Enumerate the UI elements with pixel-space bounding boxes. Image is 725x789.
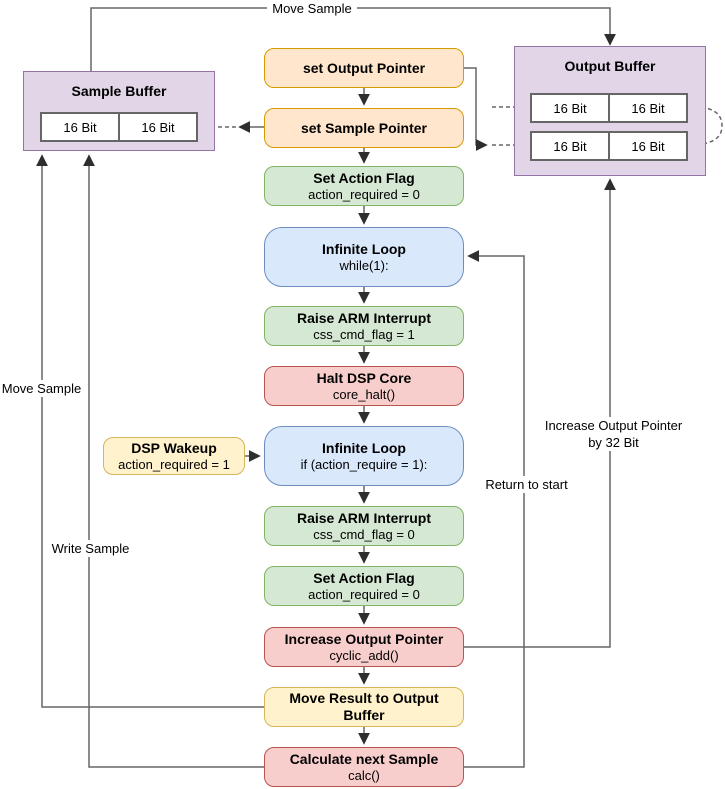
edge-label-move-sample-top: Move Sample (267, 0, 357, 17)
node-subtitle: while(1): (339, 257, 389, 273)
node-subtitle: action_required = 0 (308, 586, 420, 602)
edge-label-return-to-start: Return to start (481, 476, 572, 493)
node-halt-dsp-core: Halt DSP Core core_halt() (264, 366, 464, 406)
edge-return-to-start (464, 250, 525, 768)
node-title: Set Action Flag (313, 169, 415, 186)
sample-buffer-title: Sample Buffer (71, 83, 167, 99)
edge-set-output-pointer-solid (464, 67, 488, 151)
node-set-output-pointer: set Output Pointer (264, 48, 464, 88)
edge-write-sample (83, 154, 264, 768)
node-subtitle: css_cmd_flag = 0 (313, 526, 415, 542)
node-set-action-flag-1: Set Action Flag action_required = 0 (264, 166, 464, 206)
output-buffer-cell: 16 Bit (608, 93, 688, 123)
node-calculate-next-sample: Calculate next Sample calc() (264, 747, 464, 787)
node-title: set Output Pointer (302, 59, 426, 76)
node-raise-arm-interrupt-1: Raise ARM Interrupt css_cmd_flag = 1 (264, 306, 464, 346)
node-subtitle: calc() (348, 767, 380, 783)
node-title: Increase Output Pointer (284, 630, 444, 647)
output-buffer-title: Output Buffer (564, 58, 656, 74)
node-title: Raise ARM Interrupt (296, 509, 432, 526)
node-infinite-loop-while: Infinite Loop while(1): (264, 227, 464, 287)
edge-increase-output-pointer (464, 178, 616, 648)
output-buffer-cell: 16 Bit (530, 93, 610, 123)
node-set-action-flag-2: Set Action Flag action_required = 0 (264, 566, 464, 606)
sample-buffer-cell: 16 Bit (118, 112, 198, 142)
node-title: Raise ARM Interrupt (296, 309, 432, 326)
output-buffer-row-2: 16 Bit 16 Bit (530, 131, 688, 161)
sample-buffer: Sample Buffer 16 Bit 16 Bit (23, 71, 215, 151)
node-title: Set Action Flag (313, 569, 415, 586)
edge-label-increase-output-pointer: Increase Output Pointer by 32 Bit (540, 417, 687, 451)
node-subtitle: action_required = 1 (118, 456, 230, 472)
edge-label-write-sample: Write Sample (48, 540, 133, 557)
sample-buffer-cells: 16 Bit 16 Bit (40, 112, 198, 142)
node-subtitle: cyclic_add() (329, 647, 399, 663)
node-title: Move Result to Output Buffer (289, 690, 439, 723)
node-raise-arm-interrupt-2: Raise ARM Interrupt css_cmd_flag = 0 (264, 506, 464, 546)
sample-buffer-cell: 16 Bit (40, 112, 120, 142)
edge-label-line: by 32 Bit (588, 435, 639, 450)
node-move-result: Move Result to Output Buffer (264, 687, 464, 727)
edge-label-line: Increase Output Pointer (544, 418, 683, 433)
node-infinite-loop-if: Infinite Loop if (action_require = 1): (264, 426, 464, 486)
node-subtitle: css_cmd_flag = 1 (313, 326, 415, 342)
edge-move-sample-left (36, 154, 264, 708)
node-set-sample-pointer: set Sample Pointer (264, 108, 464, 148)
node-dsp-wakeup: DSP Wakeup action_required = 1 (103, 437, 245, 475)
node-title: set Sample Pointer (300, 119, 428, 136)
output-buffer-row-1: 16 Bit 16 Bit (530, 93, 688, 123)
node-subtitle: action_required = 0 (308, 186, 420, 202)
output-buffer-cell: 16 Bit (608, 131, 688, 161)
edge-label-move-sample-left: Move Sample (0, 380, 83, 397)
output-buffer-cell: 16 Bit (530, 131, 610, 161)
output-buffer: Output Buffer 16 Bit 16 Bit 16 Bit 16 Bi… (514, 46, 706, 176)
node-title: Infinite Loop (322, 240, 406, 257)
node-subtitle: core_halt() (332, 386, 396, 402)
node-title: Infinite Loop (322, 439, 406, 456)
node-title: Halt DSP Core (316, 369, 412, 386)
node-title: Calculate next Sample (289, 750, 439, 767)
node-title: DSP Wakeup (131, 439, 217, 456)
node-increase-output-pointer: Increase Output Pointer cyclic_add() (264, 627, 464, 667)
node-subtitle: if (action_require = 1): (300, 456, 428, 472)
